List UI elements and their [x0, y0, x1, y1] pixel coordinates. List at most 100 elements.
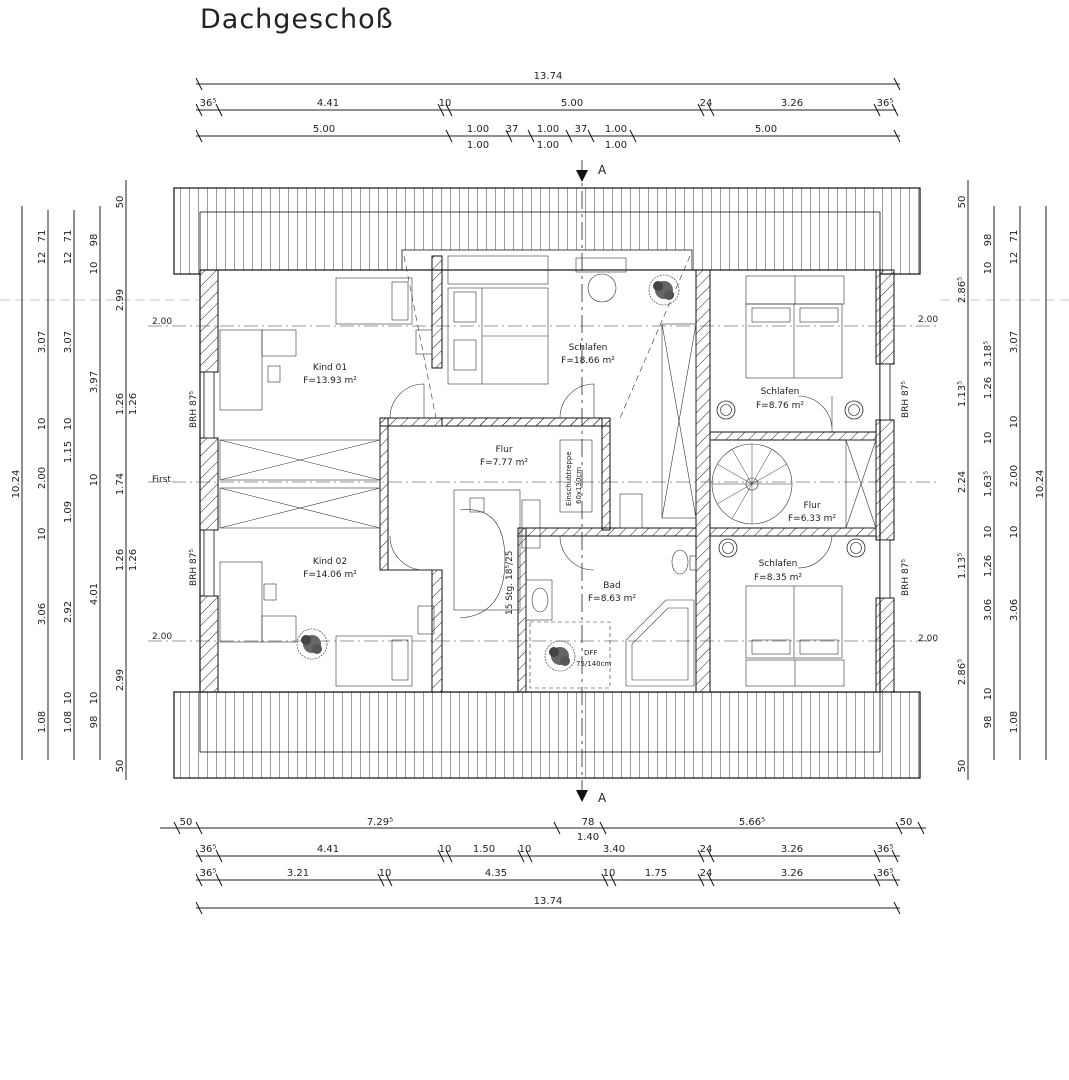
knee-wall-label: 2.00 [152, 632, 172, 642]
dimension: 36⁵ [877, 844, 894, 855]
dimension-text: 13.74 36⁵ 4.41 10 5.00 24 3.26 36⁵ 5.00 … [11, 71, 1046, 907]
dimension: 10 [603, 868, 616, 879]
dimension: 3.07 [1009, 331, 1020, 353]
dimension-right-total: 10.24 [1035, 470, 1046, 499]
section-marker: A [598, 791, 607, 805]
dimension: 1.08 [63, 711, 74, 733]
dimension-lines [21, 77, 1047, 915]
dimension: 98 [89, 234, 100, 247]
dimension: 4.01 [89, 583, 100, 605]
dimension: 1.00 [537, 124, 559, 135]
dimension: 36⁵ [200, 844, 217, 855]
dimension: 98 [983, 716, 994, 729]
floor-outline [199, 269, 881, 693]
dimension: 3.26 [781, 844, 803, 855]
dimension: 1.63⁵ [983, 471, 994, 497]
dimension: 50 [900, 817, 913, 828]
room-name: Flur [803, 501, 820, 511]
dimension: 5.66⁵ [739, 817, 765, 828]
dimension: 10 [379, 868, 392, 879]
dimension: 3.26 [781, 98, 803, 109]
ridge-label: First [152, 475, 171, 485]
room-area: F=13.93 m² [303, 376, 357, 386]
dimension: 1.26 [983, 555, 994, 577]
knee-wall-label: 2.00 [918, 315, 938, 325]
dimension: 50 [957, 196, 968, 209]
dimension: 4.41 [317, 844, 339, 855]
dimension: 12 [37, 252, 48, 265]
window-sill-label: BRH 87⁵ [189, 390, 199, 428]
dimension: 1.00 [537, 140, 559, 151]
dimension: 37 [506, 124, 519, 135]
dimension: 1.09 [63, 501, 74, 523]
room-name: Schlafen [569, 343, 608, 353]
room-area: F=8.76 m² [756, 401, 804, 411]
dimension: 1.74 [115, 473, 126, 495]
doors [389, 383, 833, 571]
room-name: Bad [603, 581, 620, 591]
dimension: 50 [115, 760, 126, 773]
dimension: 10 [983, 432, 994, 445]
dimension: 10 [1009, 416, 1020, 429]
dimension: 2.00 [1009, 465, 1020, 487]
room-labels: Kind 01 F=13.93 m² Schlafen F=18.66 m² S… [303, 343, 836, 604]
dimension: 2.86⁵ [957, 659, 968, 685]
shower-size: 75/140cm [576, 660, 611, 668]
interior-walls [379, 255, 877, 693]
dimension: 10 [983, 688, 994, 701]
dimension: 10 [37, 528, 48, 541]
dimension: 2.00 [37, 467, 48, 489]
dimension: 1.00 [605, 124, 627, 135]
dimension: 1.08 [1009, 711, 1020, 733]
dimension: 10 [1009, 526, 1020, 539]
dimension: 50 [180, 817, 193, 828]
room-area: F=18.66 m² [561, 356, 615, 366]
hatch-label: Einschubtreppe [565, 451, 573, 506]
dimension: 50 [115, 196, 126, 209]
dimension: 1.08 [37, 711, 48, 733]
dimension: 1.13⁵ [957, 553, 968, 579]
window-sill-label: BRH 87⁵ [189, 548, 199, 586]
dimension: 36⁵ [200, 868, 217, 879]
dimension: 36⁵ [877, 98, 894, 109]
window-sill-label: BRH 87⁵ [901, 380, 911, 418]
dimension: 12 [1009, 252, 1020, 265]
dimension: 10 [439, 98, 452, 109]
room-name: Kind 02 [313, 557, 347, 567]
dimension: 71 [37, 230, 48, 243]
stairs-label: 15 Stg. 18⁵/25 [505, 550, 515, 615]
dimension: 10 [37, 418, 48, 431]
dimension: 3.21 [287, 868, 309, 879]
room-area: F=7.77 m² [480, 458, 528, 468]
dimension: 10 [63, 418, 74, 431]
dimension: 71 [1009, 230, 1020, 243]
dimension: 78 [582, 817, 595, 828]
roof-bottom [173, 691, 921, 779]
dimension: 2.92 [63, 601, 74, 623]
dimension: 3.06 [983, 599, 994, 621]
dimension: 2.24 [957, 471, 968, 493]
dimension: 98 [89, 716, 100, 729]
shower-label: DFF [584, 649, 597, 657]
dimension: 12 [63, 252, 74, 265]
dimension: 10 [63, 692, 74, 705]
dimension: 5.00 [755, 124, 777, 135]
dimension: 2.99 [115, 289, 126, 311]
dimension: 5.00 [561, 98, 583, 109]
dimension: 1.15 [63, 441, 74, 463]
dimension: 1.00 [467, 140, 489, 151]
roof-top [173, 187, 921, 279]
dimension: 3.06 [1009, 599, 1020, 621]
dimension: 1.26 [128, 393, 139, 415]
section-marker: A [598, 163, 607, 177]
dimension: 10 [983, 262, 994, 275]
room-name: Kind 01 [313, 363, 347, 373]
dimension: 10 [439, 844, 452, 855]
knee-wall-label: 2.00 [152, 317, 172, 327]
dimension: 1.75 [645, 868, 667, 879]
knee-wall-label: 2.00 [918, 634, 938, 644]
dimension: 4.35 [485, 868, 507, 879]
dimension: 24 [700, 868, 713, 879]
dimension: 71 [63, 230, 74, 243]
